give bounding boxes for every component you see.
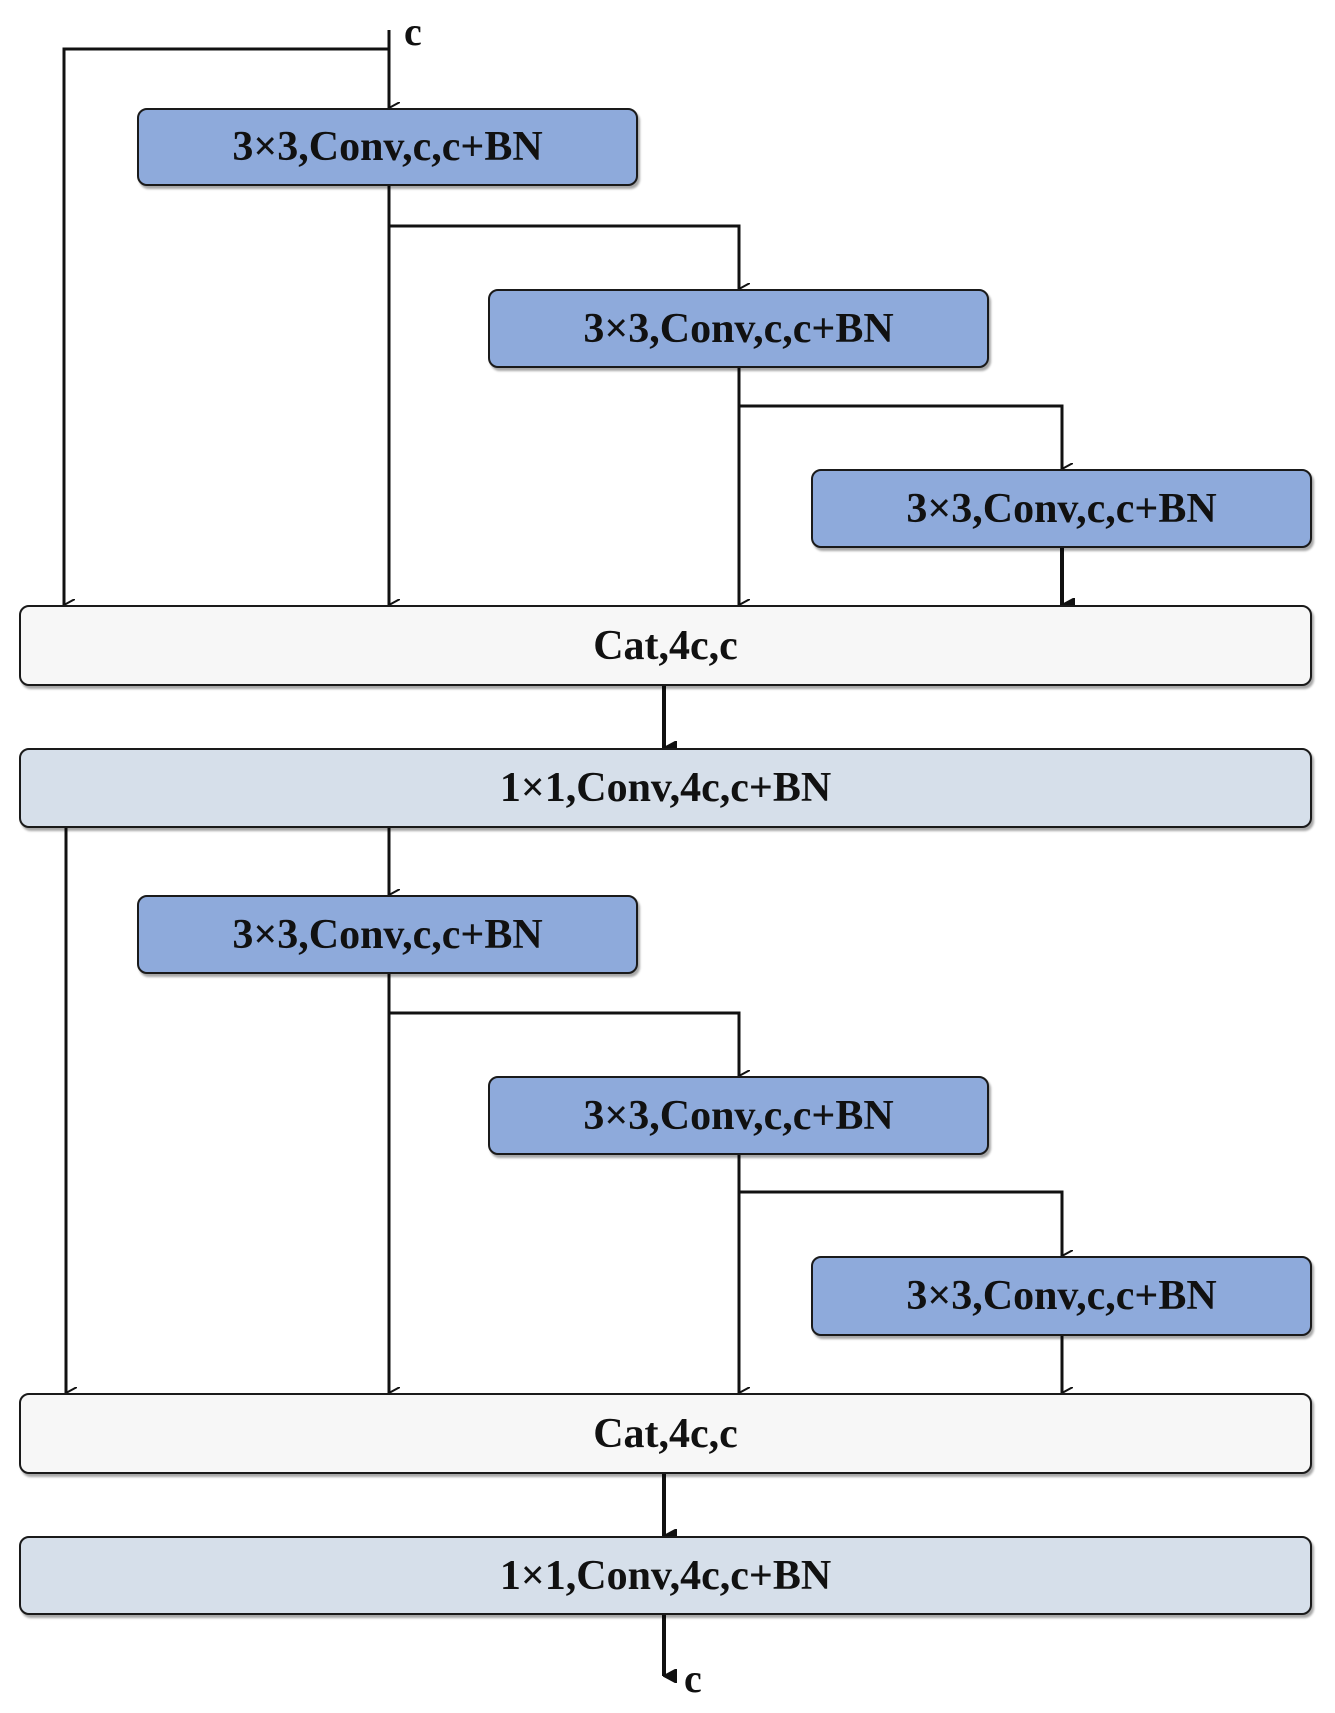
- block1-conv3x3-c-label: 3×3,Conv,c,c+BN: [906, 485, 1217, 532]
- block2-conv3x3-a-label: 3×3,Conv,c,c+BN: [232, 911, 543, 958]
- block1-conv3x3-a: 3×3,Conv,c,c+BN: [137, 108, 638, 186]
- block1-conv3x3-b: 3×3,Conv,c,c+BN: [488, 289, 989, 368]
- block1-conv3x3-b-label: 3×3,Conv,c,c+BN: [583, 305, 894, 352]
- block1-concat: Cat,4c,c: [19, 605, 1312, 686]
- block1-conv1x1-label: 1×1,Conv,4c,c+BN: [499, 765, 832, 811]
- block1-conv3x3-c: 3×3,Conv,c,c+BN: [811, 469, 1312, 548]
- block2-concat-label: Cat,4c,c: [593, 1410, 738, 1457]
- conv2b-to-conv2c-arrow: [739, 1190, 1062, 1256]
- block2-conv1x1: 1×1,Conv,4c,c+BN: [19, 1536, 1312, 1615]
- block2-conv3x3-a: 3×3,Conv,c,c+BN: [137, 895, 638, 974]
- conv2a-to-conv2b-arrow: [389, 1011, 739, 1076]
- block2-conv1x1-label: 1×1,Conv,4c,c+BN: [499, 1552, 832, 1599]
- conv1a-to-conv1b-arrow: [389, 224, 739, 289]
- input-skip-to-cat1-arrow: [62, 47, 389, 605]
- block2-conv3x3-c-label: 3×3,Conv,c,c+BN: [906, 1273, 1217, 1319]
- block2-conv3x3-c: 3×3,Conv,c,c+BN: [811, 1256, 1312, 1336]
- block2-conv3x3-b: 3×3,Conv,c,c+BN: [488, 1076, 989, 1155]
- output-label: c: [684, 1656, 702, 1701]
- block2-conv3x3-b-label: 3×3,Conv,c,c+BN: [583, 1092, 894, 1139]
- block1-conv1x1: 1×1,Conv,4c,c+BN: [19, 748, 1312, 828]
- conv1b-to-conv1c-arrow: [739, 404, 1062, 469]
- input-label: c: [404, 9, 422, 54]
- block2-concat: Cat,4c,c: [19, 1393, 1312, 1474]
- block1-concat-label: Cat,4c,c: [593, 622, 738, 669]
- block1-conv3x3-a-label: 3×3,Conv,c,c+BN: [232, 124, 543, 170]
